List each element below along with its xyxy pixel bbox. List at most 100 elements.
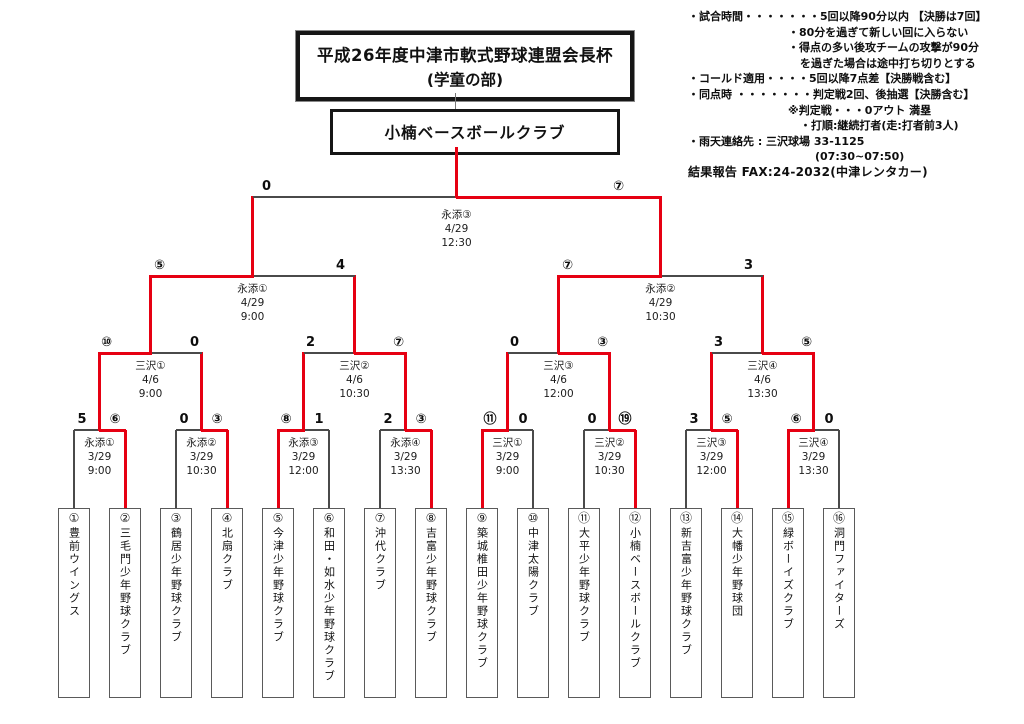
note-line: ・試合時間・・・・・・・5回以降90分以内 【決勝は7回】 [688,10,987,23]
team-number: ⑧ [425,511,437,525]
team-number: ⑭ [730,511,743,525]
match-venue: 永添④ [390,437,421,449]
match-time: 9:00 [495,465,520,478]
winner-path-line [98,351,152,355]
match-venue: 三沢② [339,360,370,372]
team-number: ④ [221,511,233,525]
winner-path-line [353,351,407,355]
match-date: 4/6 [754,374,771,387]
champion-box: 小楠ベースボールクラブ [330,109,620,155]
winner-path-line [557,351,611,355]
match-venue: 永添② [186,437,217,449]
note-line: ・得点の多い後攻チームの攻撃が90分 [788,41,979,55]
match-score-left: 0 [587,412,597,427]
match-score-right: ③ [415,412,427,427]
team-number: ⑩ [527,511,539,525]
winner-path-line [200,428,228,432]
winner-path-line [404,352,407,431]
team-name: 北扇クラブ [220,527,234,592]
match-score-right: ③ [596,335,609,350]
bracket-line [838,430,840,508]
winner-path-line [455,147,458,198]
match-score-right: ⑤ [721,412,733,427]
match-score-left: 0 [261,179,272,194]
team-name: 新吉富少年野球クラブ [679,527,693,657]
team-name: 和田・如水少年野球クラブ [322,527,336,683]
note-line: ・同点時 ・・・・・・・判定戦2回、後抽選【決勝含む】 [688,87,975,101]
match-date: 4/6 [346,374,363,387]
match-score-right: ⑥ [109,412,121,427]
match-date: 3/29 [291,451,316,464]
match-score-right: 1 [314,412,324,427]
winner-path-line [506,352,509,431]
team-name: 中津太陽クラブ [526,527,540,618]
winner-path-line [786,430,790,508]
bracket-line [685,430,687,508]
match-date: 3/29 [189,451,214,464]
winner-path-line [353,275,356,354]
match-score-left: 2 [383,412,393,427]
winner-path-line [480,430,484,508]
match-score-right: ⑦ [392,335,405,350]
note-line: ・80分を過ぎて新しい回に入らない [788,25,969,39]
winner-path-line [404,428,432,432]
team-name: 豊前ウイングス [67,527,81,618]
team-box: ① 豊前ウイングス [58,508,90,698]
match-venue: 三沢① [492,437,523,449]
match-venue: 永添① [84,437,115,449]
match-score-right: ⑦ [612,179,625,194]
match-time: 10:30 [186,465,217,478]
winner-path-line [812,352,815,431]
tournament-title-box: 平成26年度中津市軟式野球連盟会長杯 (学童の部) [296,31,634,101]
bracket-line [379,430,381,508]
match-time: 12:00 [696,465,727,478]
match-venue: 三沢③ [696,437,727,449]
winner-path-line [302,352,305,431]
team-number: ⑨ [476,511,488,525]
match-time: 10:30 [339,388,370,401]
note-line: を過ぎた場合は途中打ち切りとする [800,56,976,70]
match-date: 4/29 [444,223,469,236]
match-time: 9:00 [138,388,163,401]
match-score-left: 5 [77,412,87,427]
team-box: ⑥ 和田・如水少年野球クラブ [313,508,345,698]
team-name: 小楠ベースボールクラブ [628,527,642,670]
match-time: 13:30 [798,465,829,478]
match-score-left: ⑩ [100,335,113,350]
note-line: ・打順:継続打者(走:打者前3人) [800,119,959,133]
winner-path-line [761,351,815,355]
match-score-left: ⑥ [790,412,802,427]
match-time: 9:00 [240,311,265,324]
match-date: 3/29 [495,451,520,464]
match-score-left: ⑪ [483,412,497,427]
match-date: 4/6 [550,374,567,387]
bracket-line [328,430,330,508]
team-name: 今津少年野球クラブ [271,527,285,644]
winner-path-line [633,430,637,508]
champion-name: 小楠ベースボールクラブ [384,124,566,142]
match-score-right: 0 [189,335,200,350]
match-score-right: 3 [743,258,754,273]
note-line: ※判定戦・・・0アウト 満塁 [788,103,932,117]
match-date: 3/29 [393,451,418,464]
match-score-left: 2 [305,335,316,350]
winner-path-line [98,352,101,431]
team-number: ① [68,511,80,525]
team-number: ⑥ [323,511,335,525]
team-name: 大平少年野球クラブ [577,527,591,644]
match-venue: 永添③ [441,209,472,221]
match-time: 10:30 [594,465,625,478]
